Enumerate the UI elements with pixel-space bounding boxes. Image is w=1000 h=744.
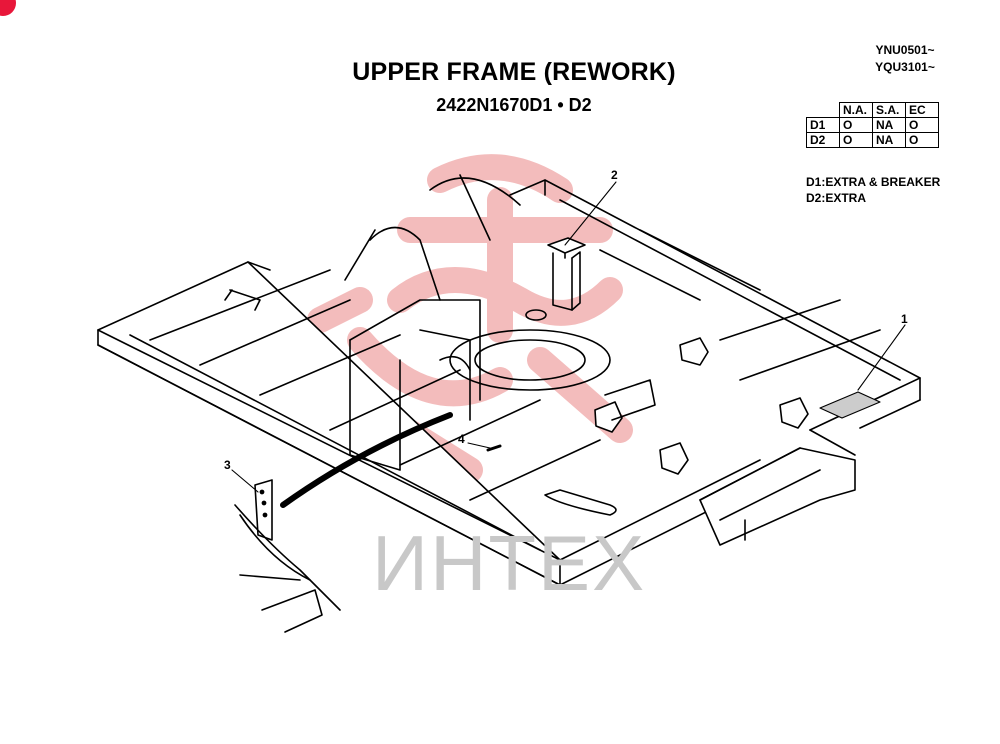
leader-lines — [231, 181, 906, 493]
part-number: 2422N1670D1 • D2 — [436, 95, 592, 115]
callout-1: 1 — [901, 312, 908, 326]
availability-cell: O — [905, 132, 939, 148]
watermark-text: ИНТЕХ — [372, 519, 647, 607]
part-1-plate — [819, 391, 881, 419]
availability-col-header: EC — [905, 102, 939, 118]
serial-line-2: YQU3101~ — [875, 60, 935, 74]
callout-2: 2 — [611, 168, 618, 182]
part-2-post — [547, 237, 586, 311]
part-4-pin — [486, 444, 502, 452]
variant-notes: D1:EXTRA & BREAKER D2:EXTRA — [806, 174, 940, 206]
callout-4: 4 — [458, 432, 465, 446]
callout-3: 3 — [224, 458, 231, 472]
frame-brackets — [594, 337, 809, 475]
frame-cross-members — [149, 229, 881, 501]
availability-row: D1 O NA O — [806, 117, 939, 133]
variant-note: D2:EXTRA — [806, 191, 867, 205]
availability-table: N.A. S.A. EC D1 O NA O D2 O NA O — [806, 102, 939, 148]
availability-row-label: D2 — [806, 132, 840, 148]
boom-foot-plates — [344, 174, 521, 471]
variant-note: D1:EXTRA & BREAKER — [806, 175, 941, 189]
serial-line-1: YNU0501~ — [875, 43, 935, 57]
page-title: UPPER FRAME (REWORK) — [352, 58, 676, 86]
front-beam — [699, 429, 856, 546]
serial-range: YNU0501~ YQU3101~ — [855, 42, 955, 76]
part-3-bracket — [234, 479, 341, 633]
swing-bearing-ring — [449, 309, 611, 391]
frame-slot — [544, 489, 617, 516]
corner-logo-mark — [0, 0, 16, 16]
availability-row: D2 O NA O — [806, 132, 939, 148]
availability-cell: O — [839, 132, 873, 148]
frame-left-member — [97, 261, 761, 586]
detail-guide-line — [280, 412, 453, 508]
